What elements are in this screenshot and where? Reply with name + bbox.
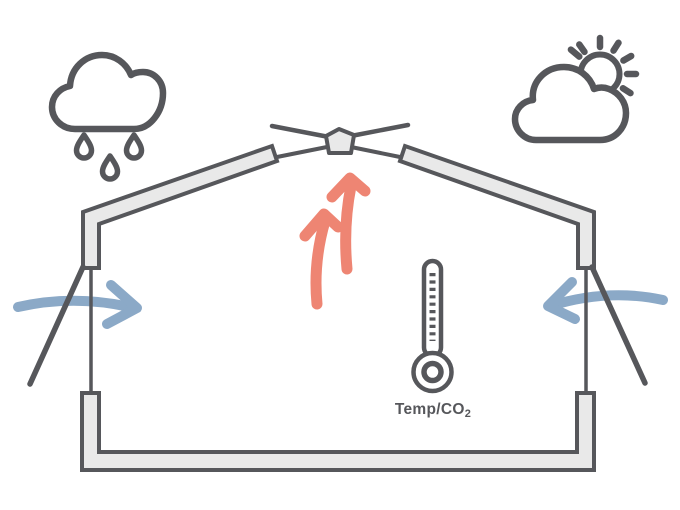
- right-side-vent: [584, 264, 648, 392]
- sun-rays: [567, 34, 640, 97]
- exhaust-arrow-right: [326, 172, 371, 275]
- left-open-window-flap: [27, 264, 86, 387]
- roof-ridge-vent: [269, 122, 411, 159]
- arrow-head-up-icon: [299, 208, 344, 242]
- left-side-vent: [27, 264, 93, 392]
- cloud-outline: [511, 63, 630, 144]
- rain-drop-icon: [99, 153, 121, 182]
- arrow-head-left-icon: [543, 277, 580, 324]
- thermometer-bulb-inner: [421, 360, 444, 384]
- rain-cloud-icon: [48, 51, 167, 182]
- arrow-head-right-icon: [102, 280, 142, 329]
- sun-behind-cloud-icon: [511, 34, 640, 144]
- thermometer-icon: [411, 258, 454, 394]
- floor-and-lower-walls: [80, 391, 596, 472]
- exhaust-arrow-left: [299, 208, 344, 310]
- cloud-outline: [48, 51, 167, 133]
- exhaust-arrows-up: [299, 172, 371, 310]
- temp-co2-label-text: Temp/CO: [394, 401, 465, 418]
- left-open-vent-flap: [269, 123, 332, 140]
- arrow-head-up-icon: [326, 172, 371, 203]
- rain-drop-icon: [123, 132, 145, 161]
- right-open-window-flap: [589, 264, 648, 386]
- ridge-cap: [324, 127, 356, 155]
- rain-drops: [73, 132, 145, 182]
- temp-co2-label: Temp/CO2: [377, 401, 489, 420]
- thermometer-bulb: [411, 350, 454, 394]
- greenhouse-structure: [27, 122, 648, 472]
- rain-drop-icon: [73, 132, 95, 161]
- right-roof-and-upper-wall: [397, 143, 596, 270]
- intake-arrow-left: [13, 280, 142, 329]
- temp-co2-label-subscript: 2: [464, 408, 472, 420]
- right-open-vent-flap: [348, 122, 411, 139]
